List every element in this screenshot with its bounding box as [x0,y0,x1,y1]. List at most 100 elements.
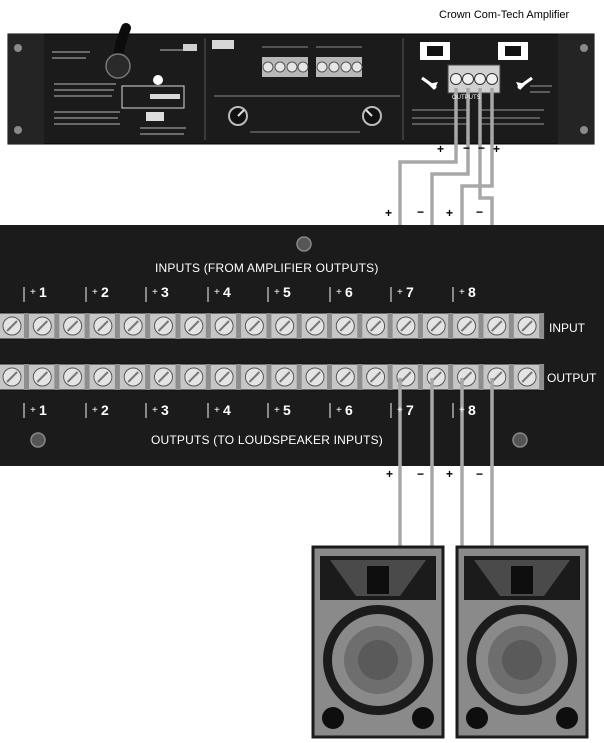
level-knob-b [362,106,382,126]
input-terminal-strip [0,312,545,340]
output-terminal-screw [32,364,60,390]
input-terminal-screw [457,313,484,339]
input-channel-number-7: 7 [406,284,414,300]
output-terminal-screw [335,364,363,390]
input-channel-number-6: 6 [345,284,353,300]
input-terminal-screw [426,313,454,339]
output-row-label: OUTPUT [547,371,597,385]
wire-polarity-lower-2: − [417,467,425,481]
rack-ear-left [8,34,44,144]
input-channel-number-2: 2 [101,284,109,300]
input-channel-number-3: 3 [161,284,169,300]
input-channel-plus-5: + [274,287,280,298]
input-terminal-block-b [316,57,363,77]
output-channel-plus-5: + [274,405,280,416]
output-terminal-screw [184,364,211,390]
output-terminal-screw [2,364,29,390]
input-terminal-screw [93,313,120,339]
input-terminal-screw [396,313,423,339]
input-terminal-screw [275,313,302,339]
output-terminal-screw [93,364,120,390]
output-terminal-screw [305,364,332,390]
output-channel-number-7: 7 [406,402,414,418]
input-channel-plus-8: + [459,287,465,298]
wire-polarity-lower-3: + [446,467,454,481]
input-terminal-screw [335,313,363,339]
wire-polarity-upper-2: − [417,205,425,219]
fine-print-left [52,49,194,125]
wire-polarity-upper-4: − [476,205,484,219]
amp-terminal-plus-left: + [437,142,445,156]
input-channel-plus-1: + [30,287,36,298]
input-terminal-screw [123,313,151,339]
input-terminal-block-a [262,57,309,77]
outputs-title: OUTPUTS (TO LOUDSPEAKER INPUTS) [151,433,384,447]
output-channel-number-5: 5 [283,402,291,418]
input-terminal-screw [184,313,211,339]
output-channel-plus-1: + [30,405,36,416]
output-terminal-strip [0,363,545,391]
inputs-title: INPUTS (FROM AMPLIFIER OUTPUTS) [155,261,379,275]
output-terminal-screw [214,364,242,390]
wire-polarity-lower-1: + [386,467,394,481]
rack-ear-right [558,34,594,144]
amp-outputs-label: OUTPUTS [452,95,481,101]
input-channel-number-4: 4 [223,284,231,300]
wire-polarity-lower-4: − [476,467,484,481]
output-channel-number-2: 2 [101,402,109,418]
input-terminal-screw [366,313,393,339]
input-channel-plus-2: + [92,287,98,298]
amplifier-unit [7,23,595,145]
amp-terminal-plus-right: + [493,142,501,156]
input-channel-plus-6: + [336,287,342,298]
input-channel-plus-7: + [397,287,403,298]
loudspeaker-left [311,545,445,739]
input-channel-plus-3: + [152,287,158,298]
patch-panel-body [0,225,604,466]
panel-screw-bottom-right [512,432,528,448]
output-channel-number-1: 1 [39,402,47,418]
output-channel-plus-7: + [397,405,403,416]
output-channel-plus-4: + [214,405,220,416]
output-channel-number-6: 6 [345,402,353,418]
input-channel-number-5: 5 [283,284,291,300]
output-terminal-screw [517,364,545,390]
output-channel-plus-2: + [92,405,98,416]
output-channel-number-8: 8 [468,402,476,418]
output-switch-left [420,42,450,60]
channel-dividers-top [23,287,454,302]
panel-screw-bottom-left [30,432,46,448]
amp-terminal-minus-right: − [478,141,486,155]
panel-to-speaker-wires [398,378,494,548]
patch-panel [0,225,604,466]
input-terminal-screw [305,313,332,339]
wire-polarity-upper-3: + [446,206,454,220]
input-terminal-screw [244,313,272,339]
output-terminal-screw [275,364,302,390]
input-terminal-screw [154,313,181,339]
input-terminal-screw [487,313,514,339]
wire-polarity-upper-1: + [385,206,393,220]
input-channel-number-1: 1 [39,284,47,300]
input-channel-plus-4: + [214,287,220,298]
loudspeaker-right [455,545,589,739]
input-row-label: INPUT [549,321,585,335]
reset-knob [153,75,163,85]
output-terminal-screw [366,364,393,390]
amplifier-title: Crown Com-Tech Amplifier [439,9,570,21]
panel-screw-top [296,236,312,252]
output-channel-number-3: 3 [161,402,169,418]
output-channel-plus-8: + [459,405,465,416]
level-knob-a [228,106,248,126]
output-terminal-screw [154,364,181,390]
amp-terminal-minus-left: − [463,141,471,155]
output-channel-plus-3: + [152,405,158,416]
channel-dividers-bottom [23,403,454,418]
output-channel-number-4: 4 [223,402,231,418]
output-terminal-screw [63,364,90,390]
output-terminal-screw [123,364,151,390]
mode-switch [146,112,164,121]
input-terminal-screw [32,313,60,339]
input-terminal-screw [214,313,242,339]
